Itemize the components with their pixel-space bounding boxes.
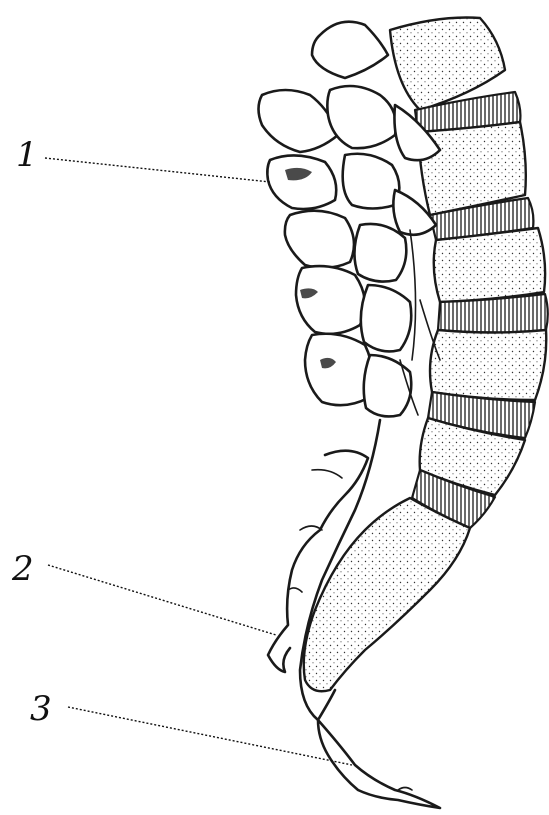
lumbar-vertebral-bodies [390,18,548,529]
callout-label-2: 2 [11,549,34,589]
leader-line-3 [68,707,352,765]
callout-labels: 1 2 3 [11,135,52,729]
callout-label-1: 1 [16,135,38,175]
coccyx [318,720,440,808]
leader-line-1 [45,158,270,182]
callout-label-3: 3 [30,689,52,729]
leader-line-2 [48,565,276,635]
